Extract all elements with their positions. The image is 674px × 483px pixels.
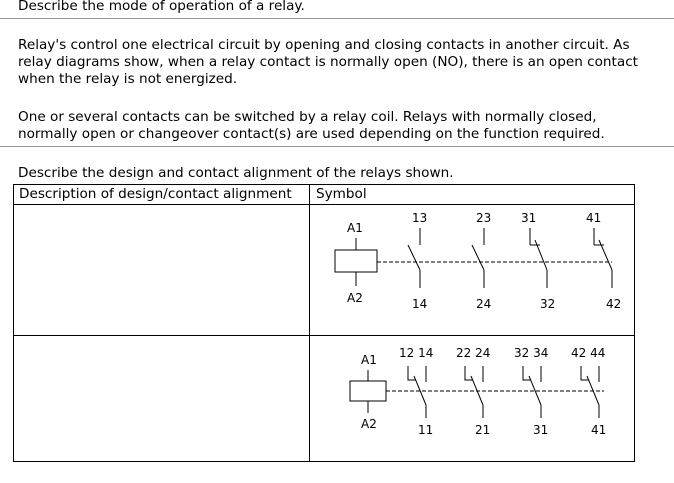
relay-table: Description of design/contact alignment … (13, 184, 635, 462)
paragraph-2: One or several contacts can be switched … (18, 109, 605, 142)
relay-2-coil-a2-label: A2 (361, 417, 377, 431)
relay-2-contact-11-12-14 (407, 366, 427, 418)
relay-1-top-label: 41 (586, 211, 602, 225)
relay-2-coil-a1-label: A1 (361, 353, 377, 367)
relay-1-top-label: 31 (521, 211, 537, 225)
header-divider (14, 204, 634, 205)
header-symbol: Symbol (316, 186, 367, 202)
row-divider (14, 335, 634, 336)
relay-1-contact-41-42 (593, 228, 613, 288)
relay-2-bottom-label: 31 (533, 423, 549, 437)
relay-2-top-label: 12 14 (399, 346, 434, 360)
table-prompt: Describe the design and contact alignmen… (18, 165, 454, 181)
relay-1-bottom-label: 42 (606, 297, 622, 311)
relay-2-top-label: 32 34 (514, 346, 549, 360)
relay-2-bottom-label: 11 (418, 423, 434, 437)
relay-2-coil (349, 370, 387, 413)
relay-1-contact-31-32 (529, 228, 548, 288)
relay-1-top-label: 13 (412, 211, 428, 225)
divider-middle (0, 146, 674, 147)
column-divider (309, 185, 310, 461)
relay-2-contact-31-32-34 (522, 366, 542, 418)
header-description: Description of design/contact alignment (19, 186, 292, 202)
relay-1-top-label: 23 (476, 211, 492, 225)
relay-2-contact-21-22-24 (464, 366, 484, 418)
relay-1-contact-13-14 (407, 228, 421, 288)
relay-1-contact-23-24 (471, 228, 485, 288)
relay-2-contact-41-42-44 (580, 366, 600, 418)
relay-1-bottom-label: 32 (540, 297, 556, 311)
relay-2-bottom-label: 41 (591, 423, 607, 437)
relay-2-top-label: 22 24 (456, 346, 491, 360)
relay-2-top-label: 42 44 (571, 346, 606, 360)
question-title: Describe the mode of operation of a rela… (18, 0, 305, 14)
relay-1-coil-a2-label: A2 (347, 291, 363, 305)
relay-1-bottom-label: 14 (412, 297, 428, 311)
paragraph-1: Relay's control one electrical circuit b… (18, 37, 638, 87)
relay-1-bottom-label: 24 (476, 297, 492, 311)
relay-2-bottom-label: 21 (475, 423, 491, 437)
relay-1-coil (334, 238, 378, 286)
divider-top (0, 18, 674, 19)
relay-1-coil-a1-label: A1 (347, 221, 363, 235)
